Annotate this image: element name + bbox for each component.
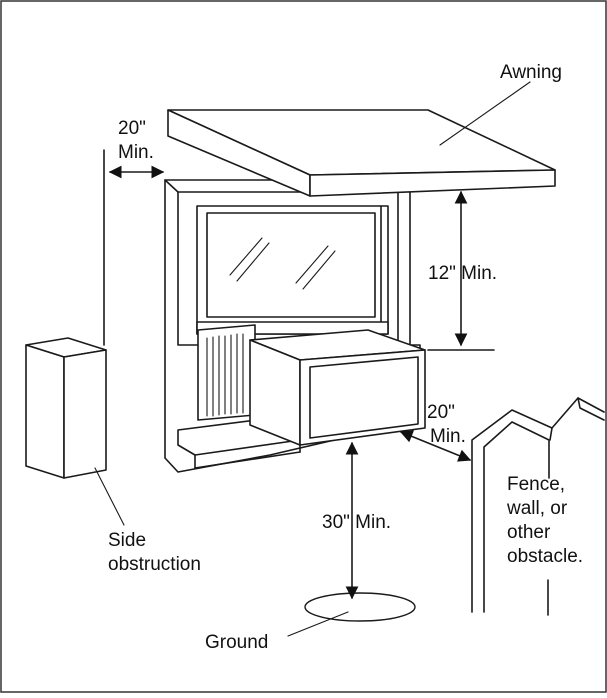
label-awning: Awning <box>500 62 562 83</box>
label-ground: Ground <box>205 632 268 653</box>
label-ground-clearance: 30" Min. <box>322 512 391 533</box>
label-fence-line2: wall, or <box>506 498 568 519</box>
label-side-clearance-value: 20" <box>118 118 146 139</box>
fence <box>471 397 605 616</box>
label-rear-clearance-min: Min. <box>430 426 466 447</box>
awning <box>167 109 556 197</box>
ground-ellipse <box>304 592 416 622</box>
dimension-lines <box>103 149 495 600</box>
label-fence-line1: Fence, <box>507 474 565 495</box>
accordion-side-panel <box>197 324 256 421</box>
air-conditioner <box>249 329 426 446</box>
label-side-clearance-min: Min. <box>118 142 154 163</box>
label-fence-line4: obstacle. <box>507 546 583 567</box>
label-side-obstruction-line2: obstruction <box>108 554 201 575</box>
leader-lines <box>94 81 531 637</box>
label-rear-clearance-value: 20" <box>427 402 455 423</box>
label-side-obstruction-line1: Side <box>108 530 146 551</box>
side-obstruction-box <box>25 337 107 479</box>
window <box>196 205 389 335</box>
label-fence-line3: other <box>507 522 551 543</box>
label-top-clearance: 12" Min. <box>428 263 497 284</box>
